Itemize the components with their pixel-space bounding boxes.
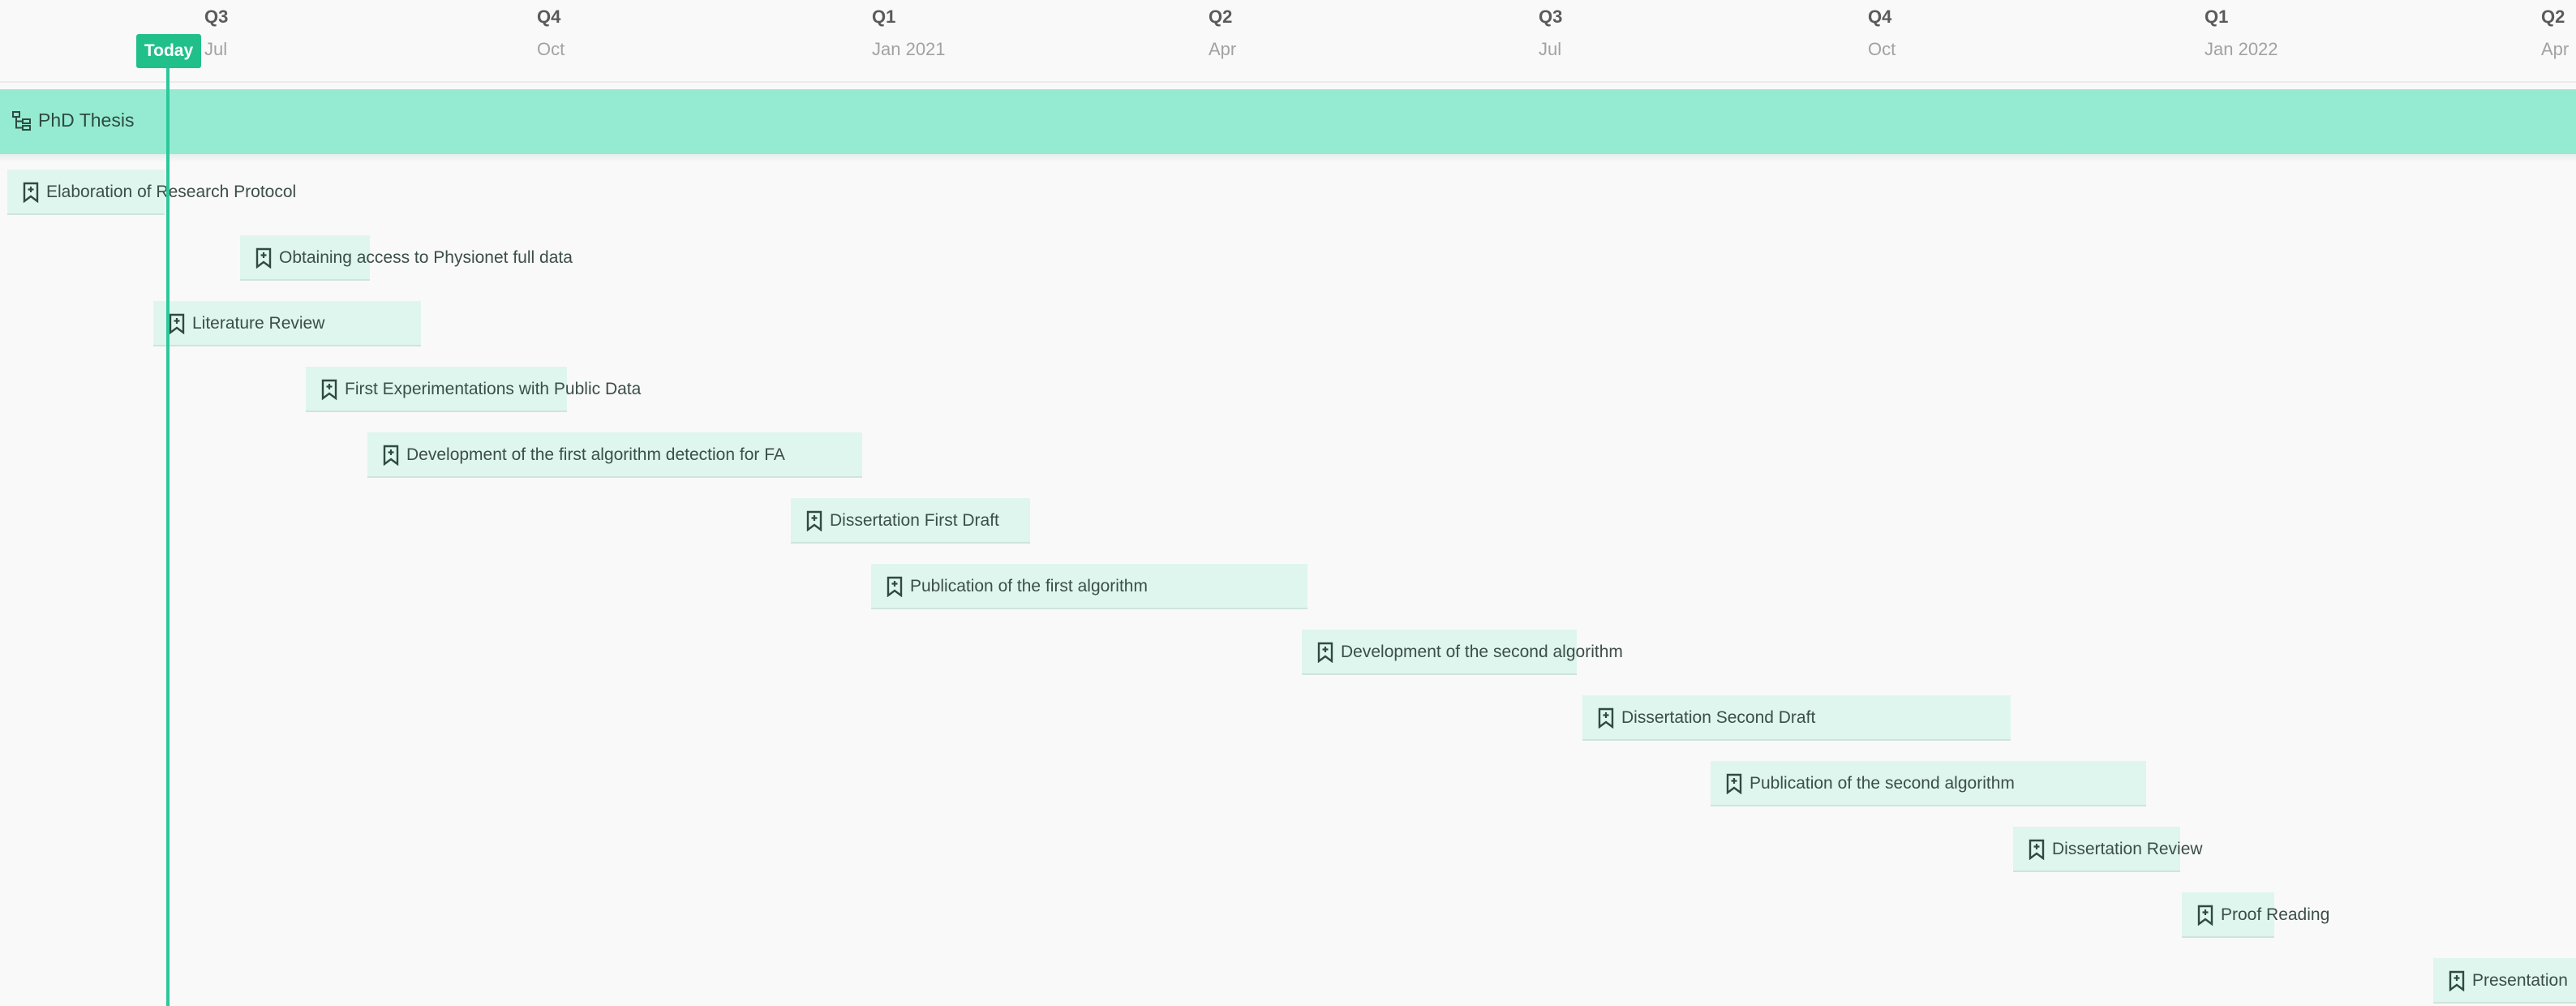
task-bar[interactable]: Literature Review [153, 301, 421, 346]
task-bar[interactable]: Publication of the second algorithm [1711, 761, 2146, 806]
quarter-label: Q4 [1868, 6, 1892, 27]
group-bar-phd-thesis[interactable]: PhD Thesis [0, 89, 2576, 154]
quarter-label: Q1 [2205, 6, 2229, 27]
quarter-label: Q1 [872, 6, 896, 27]
bookmark-icon [320, 379, 338, 401]
task-label: Development of the first algorithm detec… [406, 445, 785, 464]
task-bar[interactable]: Dissertation Review [2013, 827, 2203, 872]
quarter-label: Q2 [1209, 6, 1233, 27]
month-label: Jan 2021 [872, 39, 946, 59]
bookmark-icon [1597, 707, 1615, 729]
month-label: Oct [1868, 39, 1896, 59]
task-bar[interactable]: Publication of the first algorithm [871, 564, 1307, 609]
bookmark-icon [1316, 642, 1334, 664]
task-label: Presentation [2472, 971, 2568, 990]
bookmark-icon [2028, 839, 2046, 861]
timeline-header: Q3 Jul Q4 Oct Q1 Jan 2021 Q2 Apr Q3 Jul … [0, 0, 2576, 83]
bookmark-icon [805, 510, 823, 532]
task-label: Dissertation Second Draft [1621, 708, 1816, 727]
task-bar[interactable]: Dissertation Second Draft [1582, 695, 2011, 741]
quarter-label: Q3 [1539, 6, 1563, 27]
task-bar[interactable]: Development of the second algorithm [1302, 630, 1623, 675]
task-label: Obtaining access to Physionet full data [279, 248, 573, 267]
task-label: Publication of the first algorithm [910, 577, 1148, 595]
task-label: Dissertation First Draft [830, 511, 999, 530]
task-label: Literature Review [192, 314, 325, 333]
bookmark-icon [886, 576, 904, 598]
month-label: Oct [537, 39, 565, 59]
today-badge[interactable]: Today [136, 34, 201, 68]
bookmark-icon [2448, 970, 2466, 992]
task-bar[interactable]: First Experimentations with Public Data [306, 367, 641, 412]
today-marker-line [166, 34, 170, 1006]
month-label: Jan 2022 [2205, 39, 2278, 59]
bookmark-icon [2196, 905, 2214, 926]
task-bar[interactable]: Dissertation First Draft [791, 498, 1030, 544]
task-label: Proof Reading [2221, 905, 2330, 924]
quarter-label: Q3 [204, 6, 229, 27]
group-divider [0, 154, 2576, 162]
task-label: First Experimentations with Public Data [345, 380, 642, 398]
task-label: Publication of the second algorithm [1750, 774, 2015, 793]
group-title: PhD Thesis [38, 110, 135, 131]
task-bar[interactable]: Obtaining access to Physionet full data [240, 235, 573, 281]
task-label: Development of the second algorithm [1341, 643, 1623, 661]
month-label: Apr [1209, 39, 1237, 59]
quarter-label: Q4 [537, 6, 561, 27]
task-label: Dissertation Review [2052, 840, 2203, 858]
quarter-label: Q2 [2541, 6, 2565, 27]
hierarchy-icon [11, 110, 32, 131]
bookmark-icon [1725, 773, 1743, 795]
task-bar[interactable]: Proof Reading [2182, 892, 2329, 938]
month-label: Apr [2541, 39, 2570, 59]
task-bar[interactable]: Elaboration of Research Protocol [7, 170, 296, 215]
bookmark-icon [382, 445, 400, 466]
task-bar[interactable]: Presentation [2433, 958, 2576, 1004]
bookmark-icon [255, 247, 273, 269]
task-label: Elaboration of Research Protocol [46, 183, 297, 201]
month-label: Jul [204, 39, 228, 59]
bookmark-icon [22, 182, 40, 204]
month-label: Jul [1539, 39, 1562, 59]
task-bar[interactable]: Development of the first algorithm detec… [367, 432, 862, 478]
bookmark-icon [168, 313, 186, 335]
